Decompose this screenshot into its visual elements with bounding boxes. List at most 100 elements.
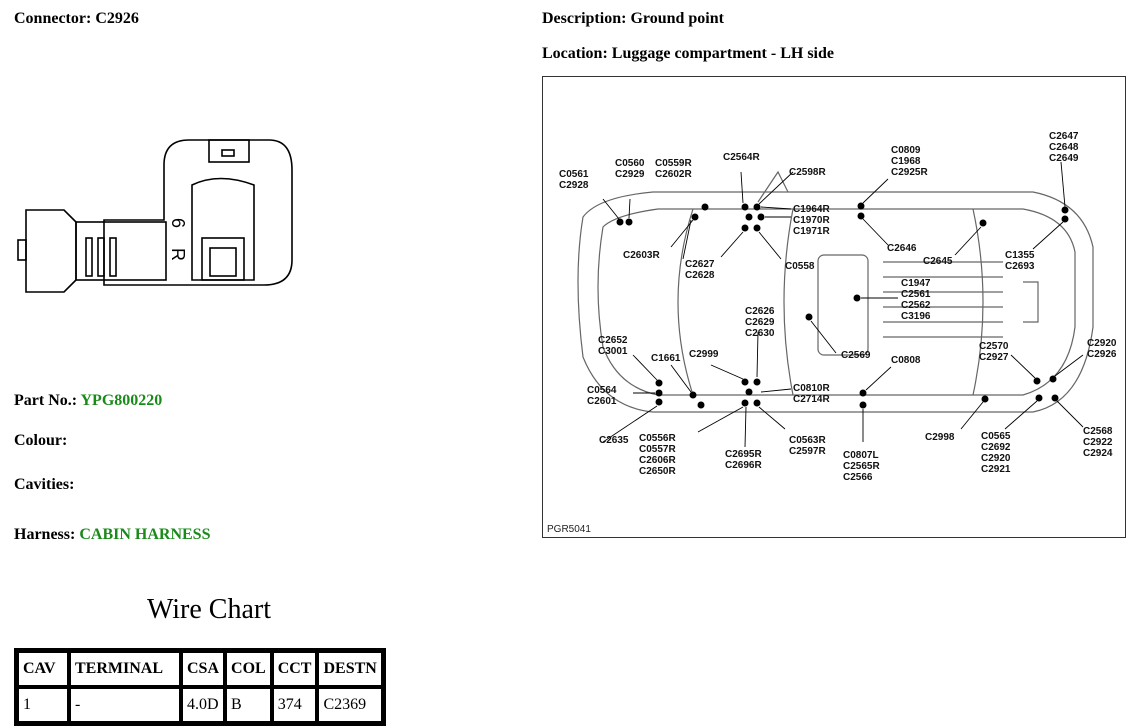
callout-c1971r: C1971R [793,226,830,237]
callout-c0563r: C0563R [789,435,826,446]
callout-c2628: C2628 [685,270,715,281]
callout-c2564r: C2564R [723,152,760,163]
callout-c2648: C2648 [1049,142,1079,153]
cell-col: B [225,687,272,723]
callout-c2920-rear: C2920 [1087,338,1117,349]
connector-heading: Connector: C2926 [14,10,139,28]
callout-c2626: C2626 [745,306,775,317]
callout-c3196: C3196 [901,311,931,322]
callout-c1964r: C1964R [793,204,830,215]
callout-c2714r: C2714R [793,394,830,405]
cell-cct: 374 [271,687,318,723]
callout-c2606r: C2606R [639,455,676,466]
callout-c2928: C2928 [559,180,589,191]
callout-c2629: C2629 [745,317,775,328]
callout-c2603r: C2603R [623,250,660,261]
callout-c0809: C0809 [891,145,921,156]
callout-c2926: C2926 [1087,349,1117,360]
callout-c2693: C2693 [1005,261,1035,272]
callout-c2650r: C2650R [639,466,676,477]
callout-c0564: C0564 [587,385,617,396]
connector-label: Connector: [14,10,92,27]
connector-drawing: 6 R [17,139,293,293]
callout-c2645: C2645 [923,256,953,267]
callout-c2652: C2652 [598,335,628,346]
cell-csa: 4.0D [181,687,226,723]
header-cav: CAV [17,651,69,687]
pin-mark-number: 6 [168,218,188,228]
callout-c2925r: C2925R [891,167,928,178]
callout-c2647: C2647 [1049,131,1079,142]
part-number-row: Part No.: YPG800220 [14,392,162,410]
callout-c2601: C2601 [587,396,617,407]
callout-c0557r: C0557R [639,444,676,455]
cell-destn: C2369 [317,687,383,723]
location-label: Location: [542,45,608,62]
callout-c2562: C2562 [901,300,931,311]
figure-reference: PGR5041 [547,524,591,535]
callout-c0560: C0560 [615,158,645,169]
callout-c1355: C1355 [1005,250,1035,261]
callout-c0561: C0561 [559,169,589,180]
callout-c1661: C1661 [651,353,681,364]
callout-c2598r: C2598R [789,167,826,178]
callout-c3001: C3001 [598,346,628,357]
harness-row: Harness: CABIN HARNESS [14,526,210,544]
callout-c2566: C2566 [843,472,873,483]
callout-c1968: C1968 [891,156,921,167]
callout-c2630: C2630 [745,328,775,339]
callout-c0565: C0565 [981,431,1011,442]
callout-c2597r: C2597R [789,446,826,457]
pin-mark-letter: R [168,248,188,261]
location-value: Luggage compartment - LH side [611,45,834,62]
callout-c2565r: C2565R [843,461,880,472]
header-csa: CSA [181,651,226,687]
callout-c2561: C2561 [901,289,931,300]
header-cct: CCT [271,651,318,687]
header-col: COL [225,651,272,687]
header-destn: DESTN [317,651,383,687]
callout-c2920: C2920 [981,453,1011,464]
callout-c2921: C2921 [981,464,1011,475]
callout-c0807l: C0807L [843,450,879,461]
callout-c2692: C2692 [981,442,1011,453]
wire-chart-table: CAV TERMINAL CSA COL CCT DESTN 1 - 4.0D … [14,648,386,726]
description-value: Ground point [630,10,724,27]
connector-value: C2926 [95,10,139,27]
callout-c2924: C2924 [1083,448,1113,459]
callout-c1947: C1947 [901,278,931,289]
callout-c2927: C2927 [979,352,1009,363]
harness-value: CABIN HARNESS [79,526,211,543]
callout-c2695r: C2695R [725,449,762,460]
harness-label: Harness: [14,526,76,543]
part-number-label: Part No.: [14,392,78,409]
wire-chart-header-row: CAV TERMINAL CSA COL CCT DESTN [17,651,383,687]
callout-c2568: C2568 [1083,426,1113,437]
callout-c2627: C2627 [685,259,715,270]
callout-c2649: C2649 [1049,153,1079,164]
callout-c2635: C2635 [599,435,629,446]
colour-label: Colour: [14,432,68,449]
callout-c0808: C0808 [891,355,921,366]
callout-c0559r: C0559R [655,158,692,169]
description-heading: Description: Ground point [542,10,724,28]
vehicle-outline: C0561 C2928 C0560 C2929 C0559R C2602R C2… [559,131,1117,483]
callout-c2570: C2570 [979,341,1009,352]
cavities-row: Cavities: [14,476,74,494]
callout-c2929: C2929 [615,169,645,180]
table-row: 1 - 4.0D B 374 C2369 [17,687,383,723]
callout-c0556r: C0556R [639,433,676,444]
callout-c2998: C2998 [925,432,955,443]
cavities-label: Cavities: [14,476,75,493]
part-number-value: YPG800220 [80,392,163,409]
wire-chart-title: Wire Chart [146,594,272,625]
callout-c2602r: C2602R [655,169,692,180]
callout-c2922: C2922 [1083,437,1113,448]
callout-c2696r: C2696R [725,460,762,471]
description-label: Description: [542,10,627,27]
callout-c2569: C2569 [841,350,871,361]
header-terminal: TERMINAL [69,651,181,687]
colour-row: Colour: [14,432,67,450]
callout-c2999: C2999 [689,349,719,360]
callout-c1970r: C1970R [793,215,830,226]
